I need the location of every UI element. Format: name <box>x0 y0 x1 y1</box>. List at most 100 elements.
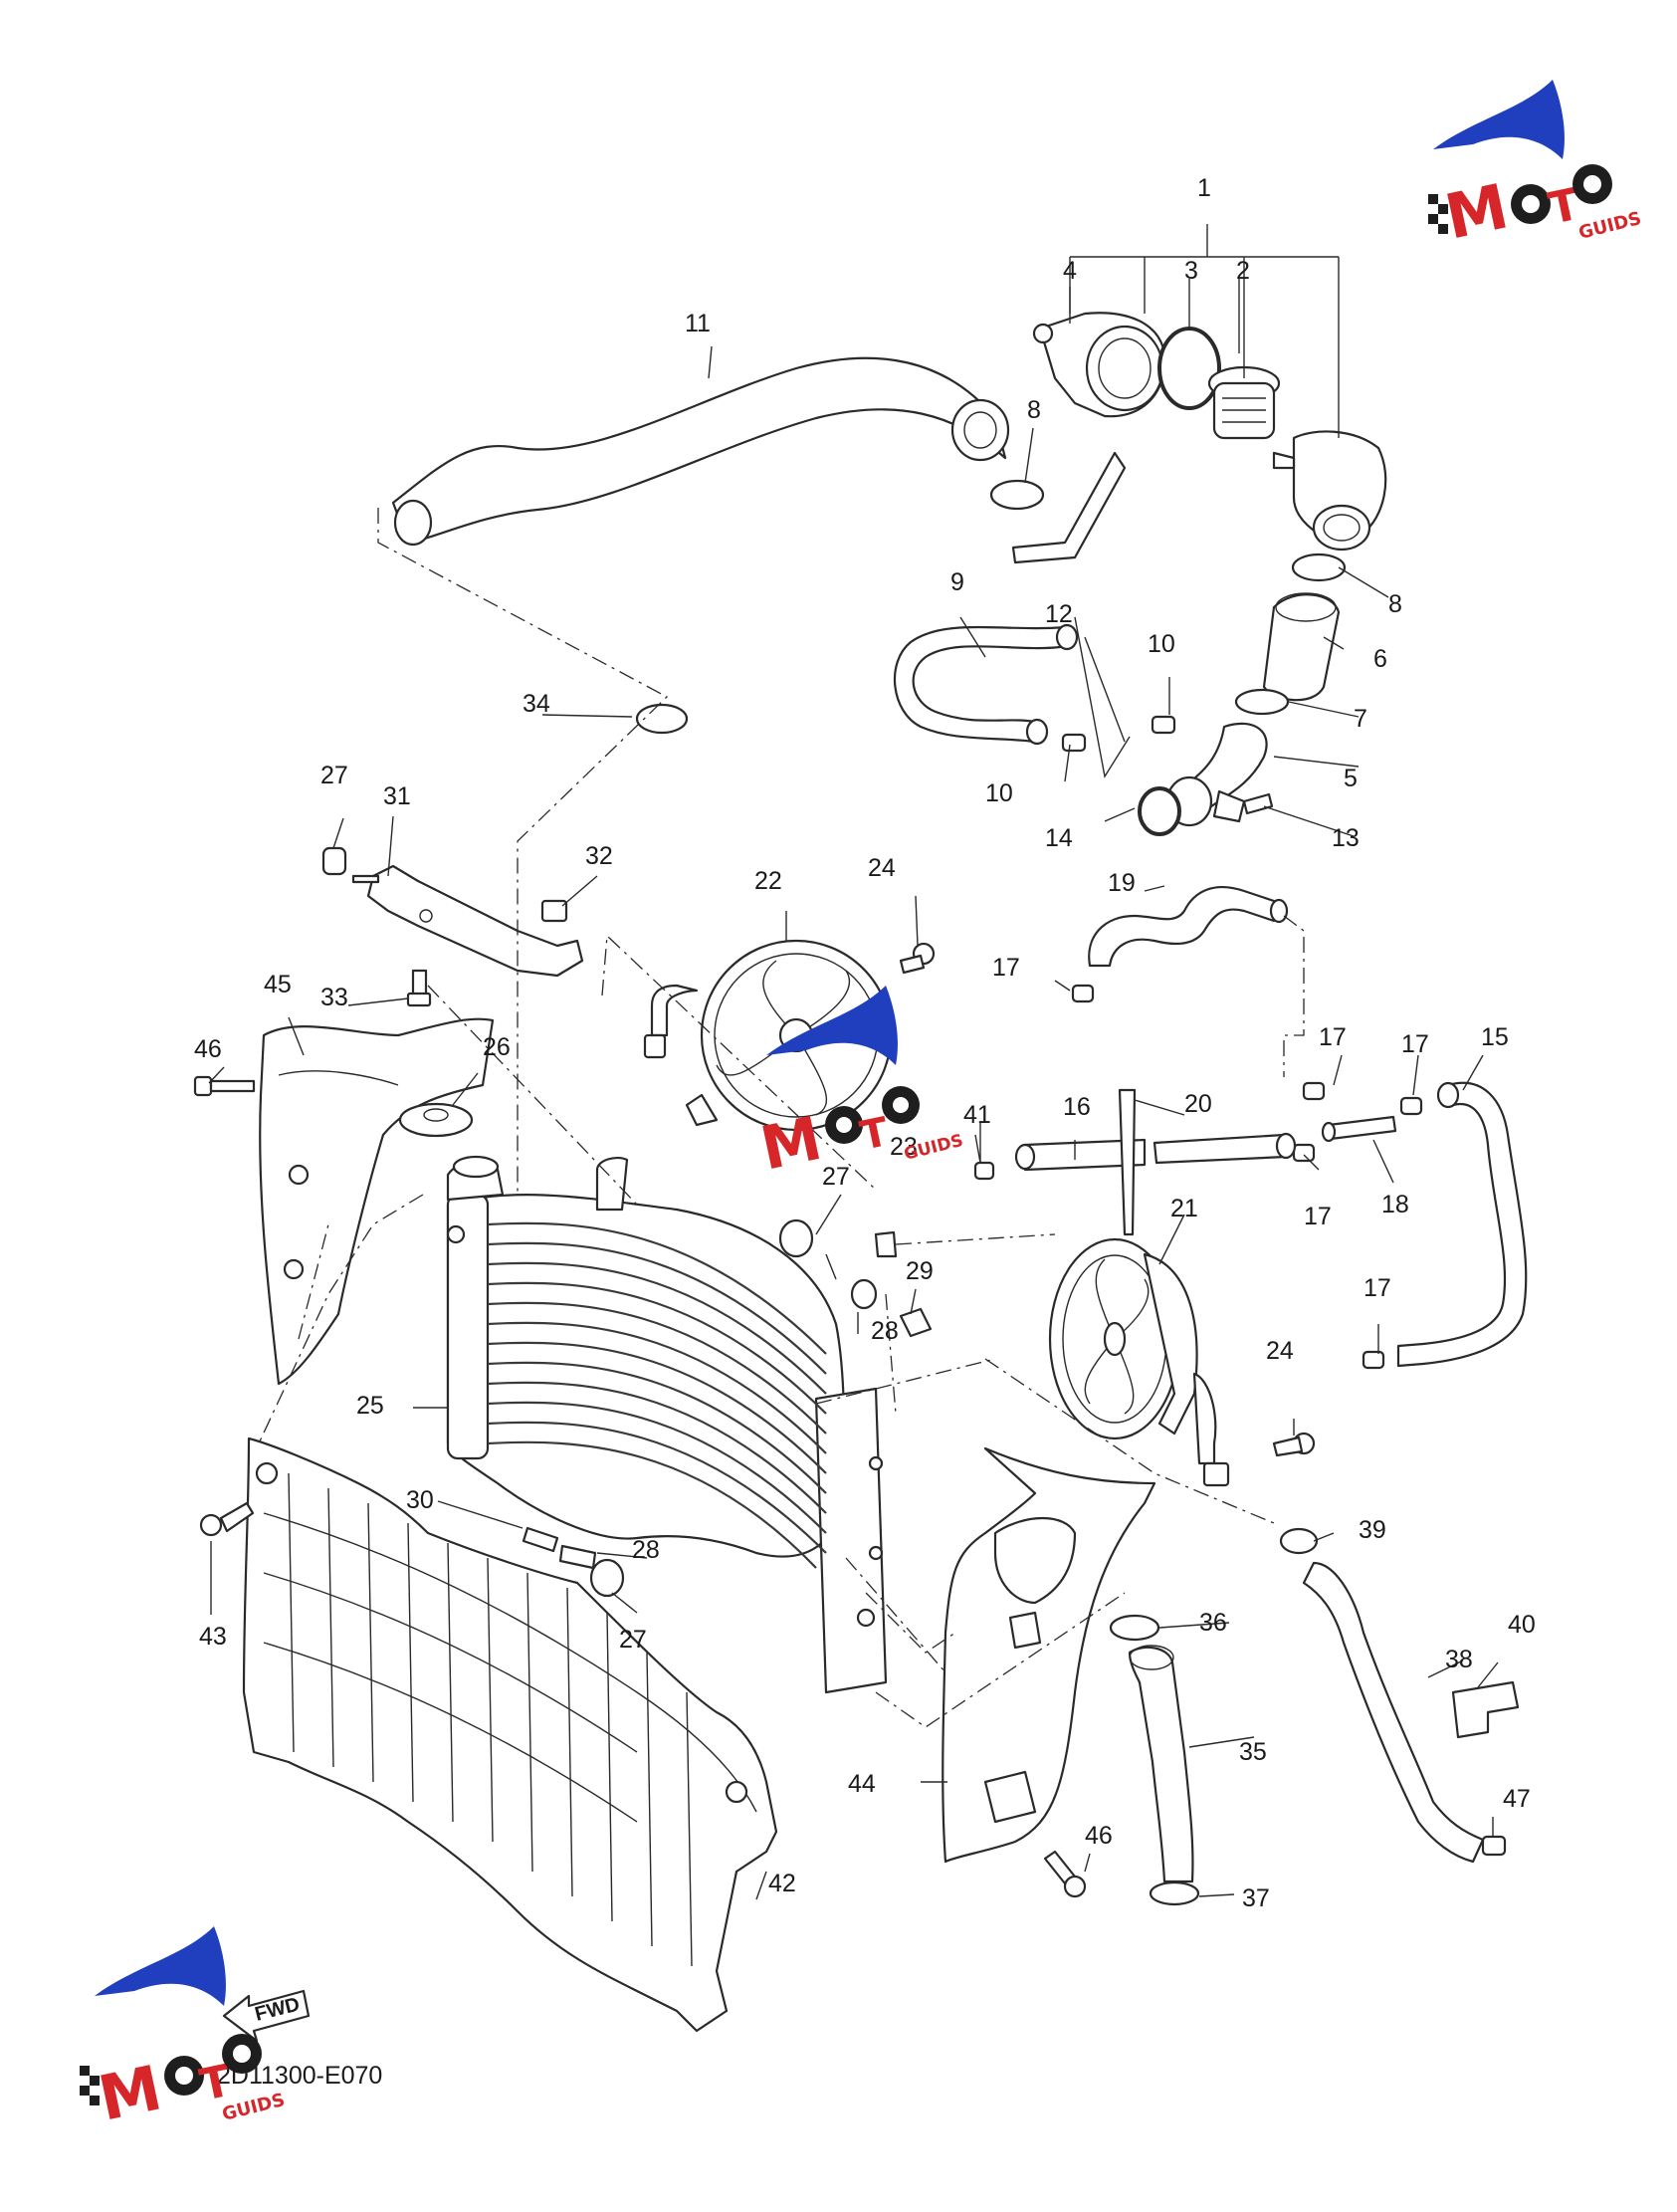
svg-text:GUIDS: GUIDS <box>1576 208 1643 244</box>
hose-6 <box>1262 592 1341 702</box>
callout-30: 30 <box>406 1486 434 1514</box>
clip-17-b <box>1302 1081 1326 1101</box>
bolt-24-lower <box>1272 1432 1316 1457</box>
washer-28-mid <box>850 1278 878 1310</box>
clip-40 <box>1451 1680 1520 1739</box>
collar-28-lower <box>558 1544 597 1570</box>
callout-24-lower: 24 <box>1266 1337 1294 1365</box>
callout-45: 45 <box>264 971 292 998</box>
fan-21 <box>1048 1237 1230 1487</box>
hose-9 <box>893 623 1079 746</box>
clip-10-upper <box>1151 715 1176 735</box>
callout-27-mid: 27 <box>822 1163 850 1191</box>
callout-6: 6 <box>1373 645 1387 673</box>
rubber-27-lower <box>589 1558 625 1598</box>
callout-11: 11 <box>685 310 711 337</box>
leader-lines <box>208 224 1499 1900</box>
callout-17-a: 17 <box>992 954 1020 982</box>
callout-13: 13 <box>1332 824 1360 852</box>
callout-24-upper: 24 <box>868 854 896 882</box>
clip-17-d <box>1292 1143 1316 1163</box>
callout-42: 42 <box>768 1870 796 1897</box>
callout-29: 29 <box>906 1257 934 1285</box>
callout-46-right: 46 <box>1085 1822 1113 1850</box>
bolt-30 <box>522 1526 559 1553</box>
callout-21: 21 <box>1170 1195 1198 1222</box>
pipe-18 <box>1321 1115 1397 1143</box>
callout-17-c: 17 <box>1401 1030 1429 1058</box>
hose-11 <box>391 356 1010 547</box>
clip-7 <box>1234 688 1290 716</box>
bolt-13 <box>1242 792 1274 815</box>
rubber-27-mid <box>778 1218 814 1258</box>
cap-26 <box>398 1102 474 1138</box>
hose-38 <box>1302 1561 1485 1864</box>
callout-20: 20 <box>1184 1090 1212 1118</box>
svg-text:M: M <box>1439 169 1515 253</box>
bolt-29 <box>899 1307 933 1338</box>
callout-34: 34 <box>523 690 550 718</box>
watermark-logo-bottom-left: M T GUIDS <box>80 1926 287 2135</box>
bracket-31 <box>351 864 584 978</box>
clip-10-lower <box>1061 733 1087 753</box>
bolt-24-upper <box>899 942 936 975</box>
callout-2: 2 <box>1236 257 1250 285</box>
callout-3: 3 <box>1184 257 1198 285</box>
callout-31: 31 <box>383 782 411 810</box>
callout-33: 33 <box>320 984 348 1011</box>
callout-18: 18 <box>1381 1191 1409 1218</box>
callout-8-lower: 8 <box>1388 590 1402 618</box>
callout-17-d: 17 <box>1304 1203 1332 1230</box>
callout-22: 22 <box>754 867 782 895</box>
clip-8-upper <box>989 479 1045 511</box>
callout-37: 37 <box>1242 1884 1270 1912</box>
rubber-27-upper <box>321 846 347 876</box>
hose-15 <box>1396 1081 1528 1368</box>
radiator-25-core <box>487 1221 827 1569</box>
callout-10-lower: 10 <box>985 779 1013 807</box>
clip-17-c <box>1399 1096 1423 1116</box>
o-ring-14 <box>1138 786 1181 836</box>
callout-28-mid: 28 <box>871 1317 899 1345</box>
bolt-46-right <box>1043 1850 1087 1898</box>
callout-32: 32 <box>585 842 613 870</box>
watermark-logo-top-right: M T GUIDS <box>1428 80 1643 254</box>
thermostat-cover <box>1272 430 1387 552</box>
clip-41 <box>973 1161 995 1181</box>
bolt-33 <box>406 969 432 1007</box>
clamp-36 <box>1109 1614 1160 1642</box>
callout-39: 39 <box>1359 1516 1386 1544</box>
callout-26: 26 <box>483 1033 511 1061</box>
callout-10-upper: 10 <box>1148 630 1175 658</box>
bracket-12 <box>1011 451 1127 564</box>
svg-text:M: M <box>755 1104 828 1185</box>
callout-9: 9 <box>950 568 964 596</box>
callout-17-b: 17 <box>1319 1023 1347 1051</box>
hose-bracket-23 <box>874 1230 898 1258</box>
fwd-arrow: FWD <box>222 1989 311 2043</box>
radiator-25 <box>446 1155 888 1694</box>
callout-17-e: 17 <box>1363 1274 1391 1302</box>
callout-28-lower: 28 <box>632 1536 660 1564</box>
callout-27-lower: 27 <box>619 1626 647 1654</box>
callout-44: 44 <box>848 1770 876 1798</box>
tie-20 <box>1118 1088 1137 1236</box>
callout-36: 36 <box>1199 1609 1227 1637</box>
hose-35 <box>1128 1645 1194 1883</box>
fwd-label: FWD <box>253 1993 303 2025</box>
nut-32 <box>540 899 568 923</box>
clamp-39 <box>1279 1527 1319 1555</box>
thermostat-2 <box>1207 365 1281 440</box>
clamp-34 <box>635 703 689 735</box>
callout-25: 25 <box>356 1392 384 1420</box>
callout-5: 5 <box>1344 765 1358 792</box>
svg-text:M: M <box>93 2051 168 2134</box>
clip-8-lower <box>1291 553 1347 582</box>
clamp-37 <box>1149 1880 1200 1906</box>
guard-42 <box>242 1437 778 2033</box>
callout-16: 16 <box>1063 1093 1091 1121</box>
bolt-43 <box>199 1501 255 1537</box>
shroud-44 <box>942 1446 1156 1864</box>
o-ring-3 <box>1157 327 1221 410</box>
